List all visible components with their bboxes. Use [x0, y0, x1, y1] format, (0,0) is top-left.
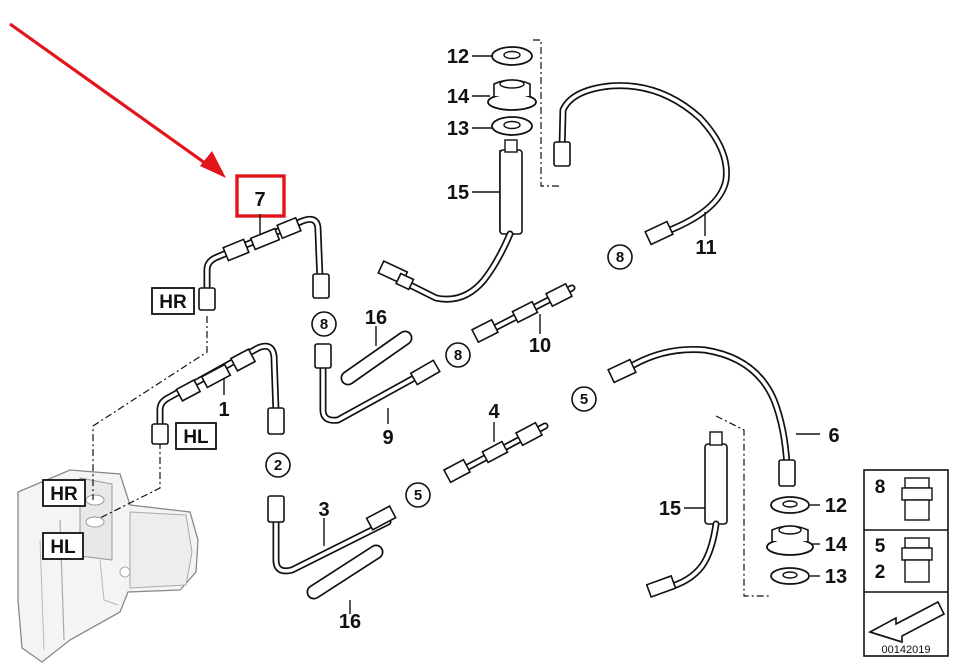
circled-ref-8-left: 8: [311, 311, 337, 337]
grommet-14-upper: [487, 79, 537, 111]
svg-text:HR: HR: [159, 292, 187, 313]
svg-text:8: 8: [320, 316, 328, 333]
callout-16-lower: 16: [339, 611, 361, 633]
callout-14-lower: 14: [825, 534, 848, 556]
svg-text:HL: HL: [50, 537, 76, 558]
svg-text:HL: HL: [183, 427, 209, 448]
svg-text:5: 5: [580, 391, 588, 408]
callout-13-upper: 13: [447, 118, 469, 140]
hr-connection-line: [92, 316, 208, 500]
brake-line-9: [314, 343, 441, 424]
callout-3: 3: [318, 499, 329, 521]
callout-15-lower: 15: [659, 498, 681, 520]
protective-sleeve-16-upper: [340, 330, 413, 386]
svg-text:8: 8: [616, 249, 624, 266]
washer-13-lower: [770, 567, 810, 585]
hl-connection-line: [99, 442, 161, 519]
leader-lines: [223, 55, 820, 614]
grommet-14-lower: [766, 525, 814, 556]
callout-1: 1: [218, 399, 229, 421]
washer-13-upper: [491, 116, 533, 136]
callout-9: 9: [382, 427, 393, 449]
callout-11: 11: [695, 237, 716, 259]
callout-7: 7: [254, 189, 265, 211]
fitting-nut-icon: [901, 537, 933, 583]
legend-label-5: 5: [875, 536, 886, 557]
brake-line-1: [151, 342, 285, 445]
label-box-hr-top: HR: [151, 287, 195, 315]
circled-ref-8-middle: 8: [445, 342, 471, 368]
brake-line-6: [607, 346, 796, 487]
highlight-arrow: [9, 22, 226, 178]
brake-line-4: [442, 421, 549, 484]
direction-arrow-icon: [867, 600, 946, 644]
svg-text:5: 5: [414, 487, 422, 504]
callout-14-upper: 14: [447, 86, 470, 108]
label-box-hl-unit: HL: [42, 532, 84, 560]
circled-ref-8-right: 8: [607, 244, 633, 270]
callout-16-upper: 16: [365, 307, 387, 329]
circled-ref-5-left: 5: [405, 482, 431, 508]
callout-10: 10: [529, 335, 551, 357]
callout-6: 6: [828, 425, 839, 447]
protective-sleeve-16-lower: [306, 544, 384, 600]
callout-12-lower: 12: [825, 495, 847, 517]
diagram-code: 00142019: [882, 644, 931, 656]
brake-hose-15-lower: [645, 431, 728, 599]
lower-mount-guide: [715, 415, 770, 597]
label-box-hl-top: HL: [175, 422, 217, 450]
abs-hydraulic-unit: [17, 469, 199, 663]
brake-line-3: [267, 495, 397, 575]
svg-text:8: 8: [454, 347, 462, 364]
callout-13-lower: 13: [825, 566, 847, 588]
svg-text:2: 2: [274, 457, 282, 474]
washer-12-lower: [770, 496, 810, 514]
callout-15-upper: 15: [447, 182, 469, 204]
upper-mount-guide: [533, 39, 560, 187]
fitting-legend: 8 5 2 00142019: [863, 469, 949, 657]
circled-ref-5-right: 5: [571, 386, 597, 412]
circled-ref-2: 2: [265, 452, 291, 478]
callout-4: 4: [488, 401, 500, 423]
callout-12-upper: 12: [447, 46, 469, 68]
brake-line-11: [553, 82, 730, 246]
legend-label-8: 8: [875, 477, 886, 498]
brake-line-7: [198, 215, 330, 311]
brake-line-10: [470, 282, 576, 344]
washer-12-upper: [491, 46, 533, 66]
fitting-nut-icon: [901, 477, 933, 521]
brake-hose-15-upper: [377, 139, 523, 303]
label-box-hr-unit: HR: [42, 479, 86, 507]
legend-label-2: 2: [875, 562, 886, 583]
svg-text:HR: HR: [50, 484, 78, 505]
